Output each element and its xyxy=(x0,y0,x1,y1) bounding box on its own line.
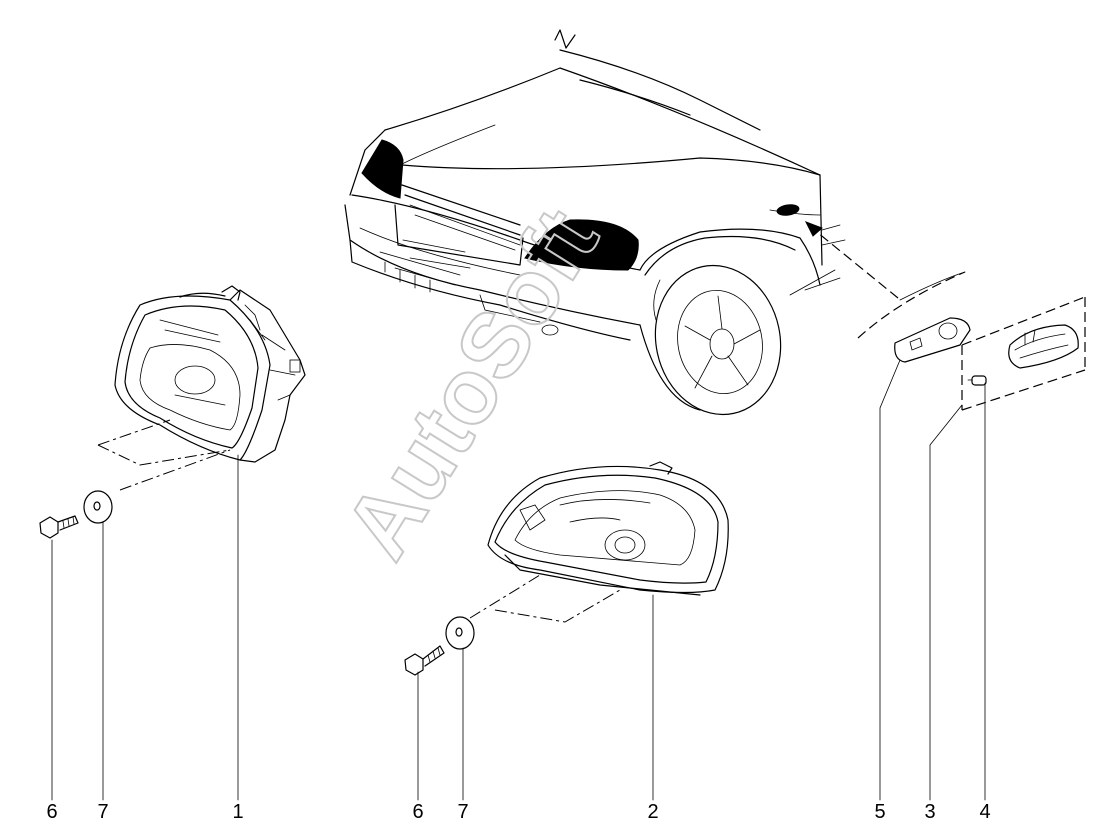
bolt-left xyxy=(39,515,79,539)
callout-2: 2 xyxy=(647,801,658,823)
watermark: AutoSoft xyxy=(325,192,617,575)
indicator-bulb xyxy=(967,375,987,386)
washer-left xyxy=(83,490,113,524)
car-headlamp-left-highlight xyxy=(361,139,404,199)
car-side-indicator-highlight xyxy=(776,204,800,216)
leader-lines xyxy=(51,359,986,801)
callout-6-center: 6 xyxy=(412,801,423,823)
headlamp-unit-left xyxy=(114,285,306,463)
car-front-illustration xyxy=(344,29,846,416)
callout-4: 4 xyxy=(979,801,990,823)
callout-5: 5 xyxy=(874,801,885,823)
callout-7-left: 7 xyxy=(97,801,108,823)
callout-3: 3 xyxy=(924,801,935,823)
bolt-center xyxy=(404,645,445,676)
headlamp-unit-center xyxy=(487,461,729,596)
indicator-gasket xyxy=(894,317,971,363)
side-indicator-lens xyxy=(1008,324,1079,369)
callout-6-left: 6 xyxy=(46,801,57,823)
car-headlamp-right-highlight xyxy=(524,219,639,271)
washer-center xyxy=(445,616,475,650)
callout-1: 1 xyxy=(232,801,243,823)
callout-7-center: 7 xyxy=(457,801,468,823)
